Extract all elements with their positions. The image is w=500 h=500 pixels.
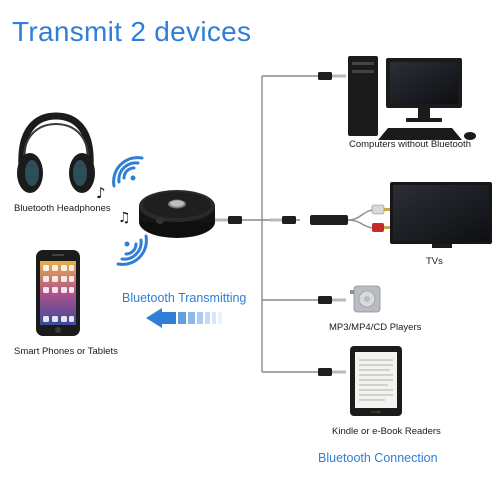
label-kindle: Kindle or e-Book Readers: [332, 426, 441, 437]
svg-text:♪: ♪: [96, 184, 106, 202]
rca-cable-white: [347, 209, 373, 221]
bluetooth-wave-icon: [116, 234, 148, 266]
smartphone-icon: [36, 250, 80, 336]
tv-icon: [390, 182, 492, 248]
headphones-icon: [17, 112, 95, 193]
page-title: Transmit 2 devices: [12, 16, 252, 47]
label-bluetooth-transmitting: Bluetooth Transmitting: [122, 291, 247, 305]
label-mp3: MP3/MP4/CD Players: [329, 322, 422, 333]
label-headphones: Bluetooth Headphones: [14, 203, 111, 214]
bluetooth-wave-icon: [112, 156, 144, 188]
mp3-player-icon: [350, 285, 381, 313]
label-phones: Smart Phones or Tablets: [14, 346, 118, 357]
arrow-left-icon: [146, 308, 222, 328]
label-computers: Computers without Bluetooth: [349, 139, 471, 150]
label-tvs: TVs: [426, 256, 443, 267]
rca-cable-red: [347, 219, 373, 229]
music-note-icon: ♪ ♫: [96, 184, 131, 226]
computer-icon: [348, 56, 476, 140]
svg-text:kindle: kindle: [371, 410, 380, 414]
audio-jack-icon: [214, 72, 392, 376]
ebook-reader-icon: kindle: [350, 346, 402, 416]
svg-text:♫: ♫: [118, 210, 131, 226]
label-bluetooth-connection: Bluetooth Connection: [318, 451, 438, 465]
transmitter-device-icon: [139, 190, 215, 238]
